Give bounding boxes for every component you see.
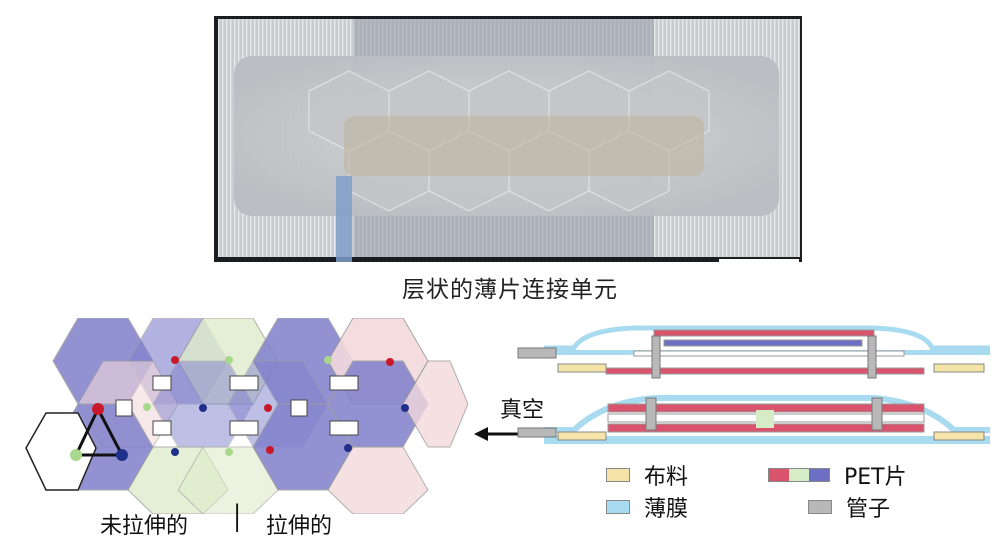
legend-fabric: 布料 bbox=[606, 459, 688, 491]
legend-pet-label: PET片 bbox=[844, 465, 907, 490]
legend-film-label: 薄膜 bbox=[644, 497, 689, 522]
pet-swatch bbox=[768, 468, 830, 482]
specimen-photo bbox=[214, 16, 802, 262]
legend-tube: 管子 bbox=[808, 491, 890, 523]
fabric-swatch bbox=[606, 468, 630, 482]
unstretched-label: 未拉伸的 bbox=[100, 514, 189, 539]
photo-caption: 层状的薄片连接单元 bbox=[402, 277, 618, 303]
legend-fabric-label: 布料 bbox=[644, 465, 689, 490]
film-swatch bbox=[606, 500, 630, 514]
cross-section-diagram bbox=[517, 325, 990, 444]
legend-film: 薄膜 bbox=[606, 491, 688, 523]
label-divider: │ bbox=[230, 504, 245, 532]
vacuum-label: 真空 bbox=[500, 398, 545, 423]
tube-swatch bbox=[808, 500, 832, 514]
stretched-label: 拉伸的 bbox=[266, 514, 333, 539]
cross-section-unvacuumed bbox=[517, 325, 990, 379]
legend-tube-label: 管子 bbox=[846, 497, 891, 522]
left-arrow-icon bbox=[474, 427, 522, 441]
hinge-pattern-diagram bbox=[25, 318, 468, 514]
cross-section-vacuumed bbox=[517, 395, 990, 444]
legend-pet: PET片 bbox=[768, 459, 907, 491]
